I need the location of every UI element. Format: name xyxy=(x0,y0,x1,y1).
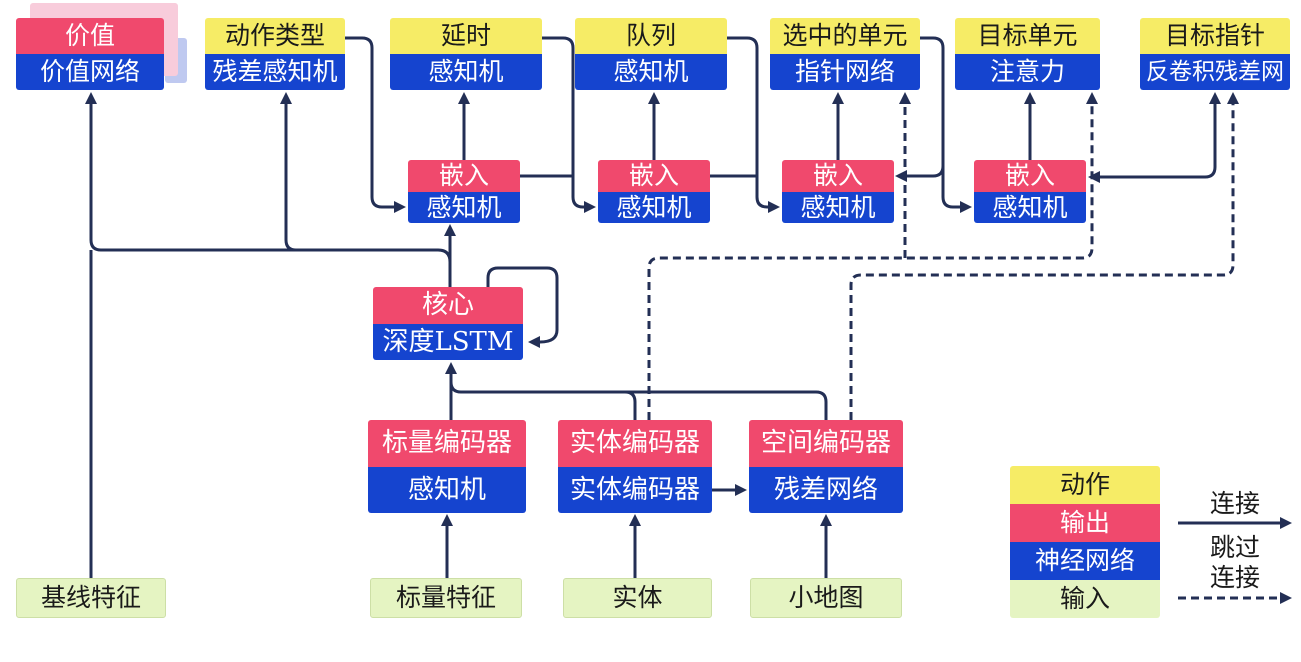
node-embed4: 嵌入 感知机 xyxy=(974,160,1086,223)
embed1-network-label: 感知机 xyxy=(408,192,520,223)
node-core: 核心 深度LSTM xyxy=(373,287,523,360)
edge-spatial-encoder-to-core xyxy=(449,381,828,420)
scalar-encoder-label: 标量编码器 xyxy=(368,420,526,467)
embed3-label: 嵌入 xyxy=(782,160,894,192)
edge-entity-encoder-to-core xyxy=(624,390,637,420)
node-target-point: 目标指针 反卷积残差网 xyxy=(1140,18,1290,90)
node-target-unit: 目标单元 注意力 xyxy=(955,18,1100,90)
core-network-label: 深度LSTM xyxy=(373,324,523,360)
action-type-network-label: 残差感知机 xyxy=(205,54,345,90)
edge-delay-to-embed2 xyxy=(542,36,596,213)
selected-units-network-label: 指针网络 xyxy=(770,54,920,90)
edge-core-to-value xyxy=(85,92,452,263)
delay-label: 延时 xyxy=(390,18,542,54)
delay-network-label: 感知机 xyxy=(390,54,542,90)
target-point-network-label: 反卷积残差网 xyxy=(1140,54,1290,90)
embed4-network-label: 感知机 xyxy=(974,192,1086,223)
target-unit-network-label: 注意力 xyxy=(955,54,1100,90)
legend-color-key: 动作 输出 神经网络 输入 xyxy=(1010,466,1160,618)
node-delay: 延时 感知机 xyxy=(390,18,542,90)
node-embed3: 嵌入 感知机 xyxy=(782,160,894,223)
node-entities: 实体 xyxy=(563,578,712,618)
edge-queued-to-embed3 xyxy=(727,36,780,213)
node-embed2: 嵌入 感知机 xyxy=(598,160,710,223)
entity-encoder-network-label: 实体编码器 xyxy=(558,467,712,513)
edge-core-to-action-type xyxy=(280,92,297,252)
target-unit-label: 目标单元 xyxy=(955,18,1100,54)
node-baseline-features: 基线特征 xyxy=(16,578,166,618)
value-output-label: 价值 xyxy=(16,18,164,54)
node-scalar-encoder: 标量编码器 感知机 xyxy=(368,420,526,513)
node-queued: 队列 感知机 xyxy=(575,18,727,90)
legend-skip-label-line1: 跳过 xyxy=(1209,533,1260,562)
node-action-type: 动作类型 残差感知机 xyxy=(205,18,345,90)
node-embed1: 嵌入 感知机 xyxy=(408,160,520,223)
action-type-label: 动作类型 xyxy=(205,18,345,54)
edge-action-type-to-embed1 xyxy=(345,36,406,213)
node-minimap: 小地图 xyxy=(750,578,902,618)
embed3-network-label: 感知机 xyxy=(782,192,894,223)
legend-solid-connection-label: 连接 xyxy=(1209,489,1260,518)
embed2-network-label: 感知机 xyxy=(598,192,710,223)
edge-selected-units-to-embed4 xyxy=(920,36,972,213)
scalar-encoder-network-label: 感知机 xyxy=(368,467,526,513)
spatial-encoder-network-label: 残差网络 xyxy=(749,467,903,513)
entity-encoder-label: 实体编码器 xyxy=(558,420,712,467)
legend-network-label: 神经网络 xyxy=(1010,542,1160,580)
node-selected-units: 选中的单元 指针网络 xyxy=(770,18,920,90)
embed1-label: 嵌入 xyxy=(408,160,520,192)
legend-output-label: 输出 xyxy=(1010,504,1160,542)
queued-network-label: 感知机 xyxy=(575,54,727,90)
embed2-label: 嵌入 xyxy=(598,160,710,192)
node-scalar-features: 标量特征 xyxy=(370,578,522,618)
core-label: 核心 xyxy=(373,287,523,324)
legend-input-label: 输入 xyxy=(1010,580,1160,618)
spatial-encoder-label: 空间编码器 xyxy=(749,420,903,467)
skip-spatial-to-target-point xyxy=(849,92,1239,420)
legend-skip-label-line2: 连接 xyxy=(1209,563,1260,592)
skip-entity-to-target-unit xyxy=(647,92,1098,420)
target-point-label: 目标指针 xyxy=(1140,18,1290,54)
node-spatial-encoder: 空间编码器 残差网络 xyxy=(749,420,903,513)
queued-label: 队列 xyxy=(575,18,727,54)
node-value: 价值 价值网络 xyxy=(16,18,164,90)
node-entity-encoder: 实体编码器 实体编码器 xyxy=(558,420,712,513)
value-network-label: 价值网络 xyxy=(16,54,164,90)
edge-selected-units-to-embed3 xyxy=(895,165,945,182)
edge-embed4-to-target-point xyxy=(1100,92,1221,179)
edge-core-self-loop xyxy=(486,266,559,348)
legend-action-label: 动作 xyxy=(1010,466,1160,504)
selected-units-label: 选中的单元 xyxy=(770,18,920,54)
embed4-label: 嵌入 xyxy=(974,160,1086,192)
